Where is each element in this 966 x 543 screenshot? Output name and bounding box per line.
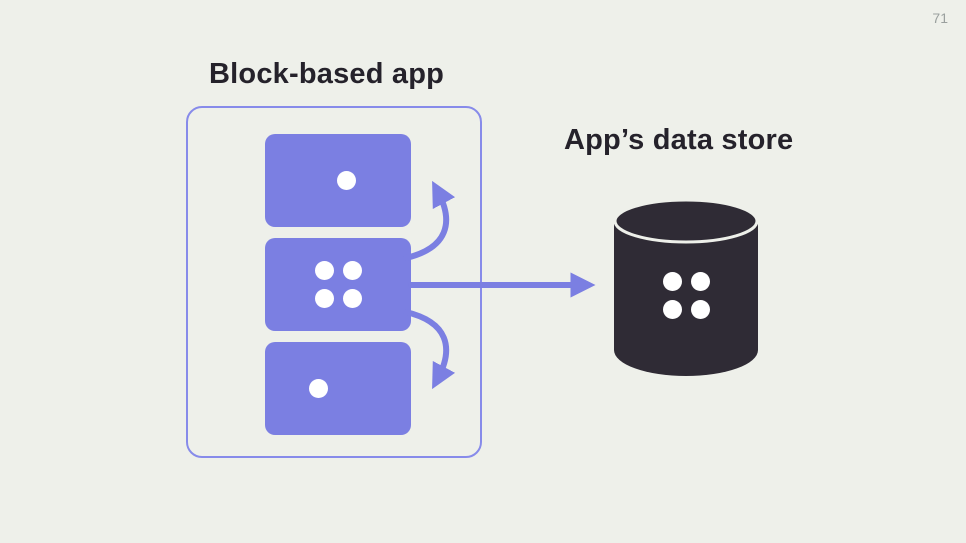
dot-icon — [314, 289, 334, 308]
dot-icon — [309, 379, 328, 398]
datastore-label: App’s data store — [564, 124, 794, 156]
block-dots — [309, 379, 337, 398]
dot-icon — [337, 171, 356, 190]
app-block-middle — [265, 238, 411, 331]
app-block-bottom — [265, 342, 411, 435]
app-block-top — [265, 134, 411, 227]
dot-icon — [342, 261, 362, 280]
datastore-dots — [663, 272, 710, 319]
block-dots — [337, 171, 365, 190]
dot-icon — [663, 272, 682, 291]
page-number: 71 — [932, 10, 948, 26]
dot-icon — [691, 272, 710, 291]
block-app-container — [186, 106, 482, 458]
dot-icon — [691, 300, 710, 319]
dot-icon — [342, 289, 362, 308]
app-title: Block-based app — [209, 58, 445, 90]
block-dots — [314, 261, 362, 308]
dot-icon — [663, 300, 682, 319]
dot-icon — [314, 261, 334, 280]
datastore-cylinder-icon — [613, 198, 759, 376]
